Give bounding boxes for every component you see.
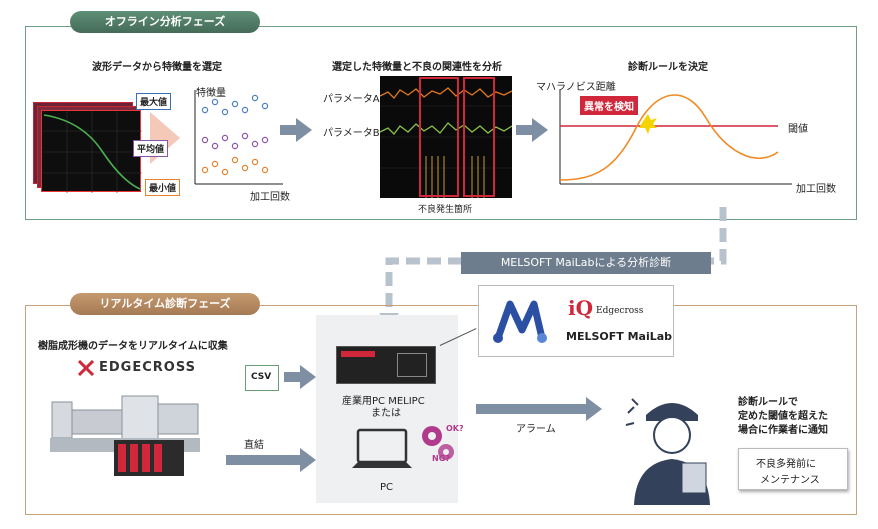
direct-arrow bbox=[300, 448, 316, 472]
max-value-label: 最大値 bbox=[136, 93, 172, 110]
ok-label: OK? bbox=[446, 424, 464, 433]
realtime-phase-banner: リアルタイム診断フェーズ bbox=[70, 293, 260, 315]
offline-phase-frame bbox=[25, 26, 857, 220]
param-b-label: パラメータB bbox=[323, 128, 380, 139]
offline-phase-banner: オフライン分析フェーズ bbox=[70, 11, 260, 33]
laptop-icon bbox=[352, 428, 412, 470]
arrow-right-2 bbox=[532, 118, 548, 142]
col1-title: 波形データから特徴量を選定 bbox=[92, 62, 222, 73]
realtime-phase-frame bbox=[25, 305, 857, 515]
edgecross-logo-icon bbox=[77, 359, 95, 377]
maintenance-box bbox=[738, 448, 848, 490]
gear-icon bbox=[418, 422, 458, 466]
mahalanobis-chart bbox=[556, 88, 796, 188]
csv-label: CSV bbox=[251, 372, 272, 382]
melipc-label: 産業用PC MELIPC bbox=[342, 396, 425, 407]
col2-title: 選定した特徴量と不良の関連性を分析 bbox=[332, 62, 502, 73]
arrow-right-1-body bbox=[280, 125, 298, 135]
melipc-device-image bbox=[336, 346, 436, 384]
direct-arrow-body bbox=[226, 455, 302, 465]
worker-icon bbox=[624, 385, 720, 505]
edgecross-logo: EDGECROSS bbox=[99, 360, 196, 375]
mailab-box bbox=[478, 285, 674, 357]
min-value-label: 最小値 bbox=[145, 179, 181, 196]
maintenance-line-1: 不良多発前に bbox=[756, 459, 816, 470]
maintenance-line-2: メンテナンス bbox=[760, 475, 820, 486]
param-a-label: パラメータA bbox=[323, 94, 380, 105]
pc-label: PC bbox=[380, 482, 394, 493]
iq-logo: iQ bbox=[568, 296, 594, 320]
notify-line-2: 定めた閾値を超えた bbox=[738, 411, 828, 422]
csv-file-icon bbox=[245, 365, 279, 391]
alarm-label: アラーム bbox=[516, 424, 556, 435]
feature-scatter bbox=[185, 88, 285, 188]
collect-title: 樹脂成形機のデータをリアルタイムに収集 bbox=[38, 341, 228, 352]
avg-value-label: 平均値 bbox=[133, 140, 169, 157]
alarm-arrow-body bbox=[476, 404, 588, 414]
csv-arrow bbox=[300, 365, 316, 389]
ng-label: NG? bbox=[432, 454, 450, 463]
direct-label: 直結 bbox=[244, 440, 264, 451]
waveform-plot bbox=[41, 110, 142, 193]
mailab-label: MELSOFT MaiLab bbox=[566, 330, 673, 343]
mailab-logo-icon bbox=[490, 290, 550, 350]
count-axis-label-2: 加工回数 bbox=[796, 184, 836, 195]
col3-title: 診断ルールを決定 bbox=[628, 62, 708, 73]
csv-arrow-body bbox=[284, 372, 302, 382]
iq-sub-logo: Edgecross bbox=[596, 306, 644, 316]
link-label: MELSOFT MaiLabによる分析診断 bbox=[461, 252, 711, 274]
arrow-right-2-body bbox=[516, 125, 534, 135]
waveform-curve bbox=[42, 111, 142, 193]
arrow-right-1 bbox=[296, 118, 312, 142]
molding-machine-image bbox=[50, 388, 215, 478]
or-label: または bbox=[371, 408, 401, 419]
notify-line-3: 場合に作業者に通知 bbox=[738, 425, 828, 436]
count-axis-label: 加工回数 bbox=[250, 192, 290, 203]
alarm-arrow bbox=[586, 397, 602, 421]
notify-line-1: 診断ルールで bbox=[738, 397, 798, 408]
threshold-label: 閾値 bbox=[788, 124, 808, 135]
anomaly-tag: 異常を検知 bbox=[580, 96, 638, 115]
defect-location-label: 不良発生箇所 bbox=[418, 205, 473, 215]
mahalanobis-label: マハラノビス距離 bbox=[536, 82, 616, 93]
param-chart bbox=[379, 76, 513, 198]
feature-axis-label: 特徴量 bbox=[196, 88, 226, 99]
